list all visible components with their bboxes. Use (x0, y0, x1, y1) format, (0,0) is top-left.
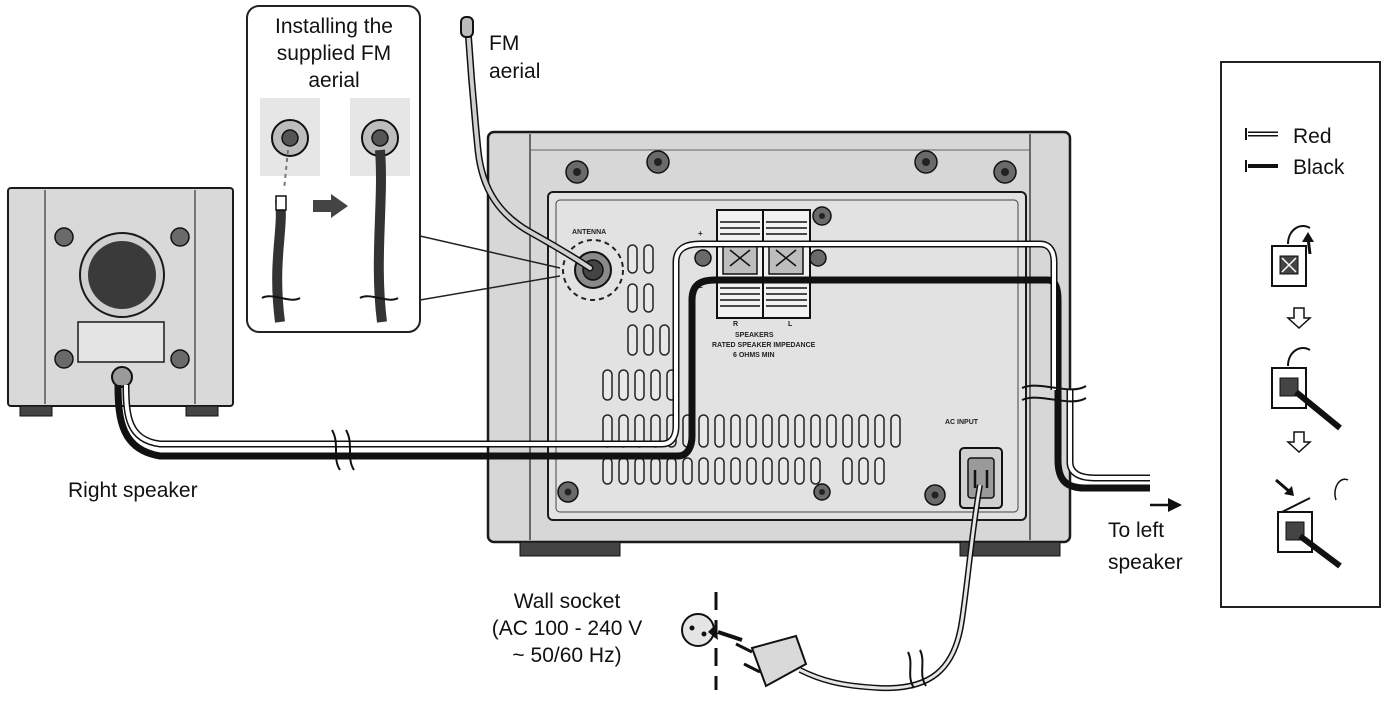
screw-icon (54, 227, 74, 247)
screw-icon (993, 160, 1017, 184)
impedance-label: RATED SPEAKER IMPEDANCE (712, 342, 816, 349)
screw-icon (812, 206, 832, 226)
screw-icon (924, 484, 946, 506)
screw-icon (557, 481, 579, 503)
speakers-label: SPEAKERS (735, 332, 774, 339)
screw-icon (914, 150, 938, 174)
screw-icon (813, 483, 831, 501)
wall-socket-label-line2: (AC 100 - 240 V (492, 617, 643, 640)
red-wire-icon (1245, 128, 1278, 140)
speaker-cable-black (114, 276, 1150, 492)
legend-red-label: Red (1293, 125, 1332, 148)
ohms-label: 6 OHMS MIN (733, 352, 775, 359)
main-unit: ANTENNA + − R L SPEAKERS RATED SPEA (486, 130, 1072, 557)
down-arrow-icon (1286, 307, 1312, 330)
screw-icon (694, 249, 712, 267)
wall-socket-label-line3: ~ 50/60 Hz) (512, 644, 621, 667)
screw-icon (646, 150, 670, 174)
wall-socket (681, 592, 743, 690)
legend-black-label: Black (1293, 156, 1345, 179)
fm-aerial-label-line2: aerial (489, 60, 540, 83)
ac-input-label: AC INPUT (945, 419, 979, 426)
screw-icon (565, 160, 589, 184)
plus-label: + (698, 229, 703, 238)
screw-icon (809, 249, 827, 267)
callout-title-line2: supplied FM (277, 42, 391, 65)
speaker-cable-white (122, 240, 1150, 482)
step-3-close-lever-icon (1275, 478, 1349, 569)
screw-icon (54, 349, 74, 369)
antenna-label: ANTENNA (572, 229, 606, 236)
arrow-right-icon (313, 194, 348, 218)
black-wire-icon (1245, 160, 1278, 172)
ac-input: AC INPUT (945, 419, 1003, 509)
to-left-speaker-arrow (1150, 498, 1182, 512)
fm-aerial-label-line1: FM (489, 32, 519, 55)
right-speaker-label: Right speaker (68, 479, 198, 502)
channel-l-label: L (788, 321, 793, 328)
step-1-open-lever-icon (1271, 225, 1314, 287)
fm-aerial-wire (460, 16, 594, 272)
down-arrow-icon (1286, 431, 1312, 454)
callout-title-line3: aerial (308, 69, 359, 92)
screw-icon (170, 349, 190, 369)
wiring-legend-box (1220, 61, 1381, 608)
minus-label: − (698, 283, 703, 292)
right-speaker (7, 187, 234, 417)
channel-r-label: R (733, 321, 738, 328)
to-left-speaker-label-line2: speaker (1108, 551, 1183, 574)
screw-icon (170, 227, 190, 247)
fm-aerial-callout (246, 5, 561, 333)
power-plug-icon (735, 634, 808, 688)
power-cord (735, 484, 983, 692)
arrow-icon (708, 624, 743, 642)
wall-socket-icon (681, 613, 715, 647)
callout-title-line1: Installing the (275, 15, 393, 38)
wall-socket-label-line1: Wall socket (514, 590, 621, 613)
to-left-speaker-label-line1: To left (1108, 519, 1164, 542)
step-2-insert-wire-icon (1271, 347, 1342, 431)
